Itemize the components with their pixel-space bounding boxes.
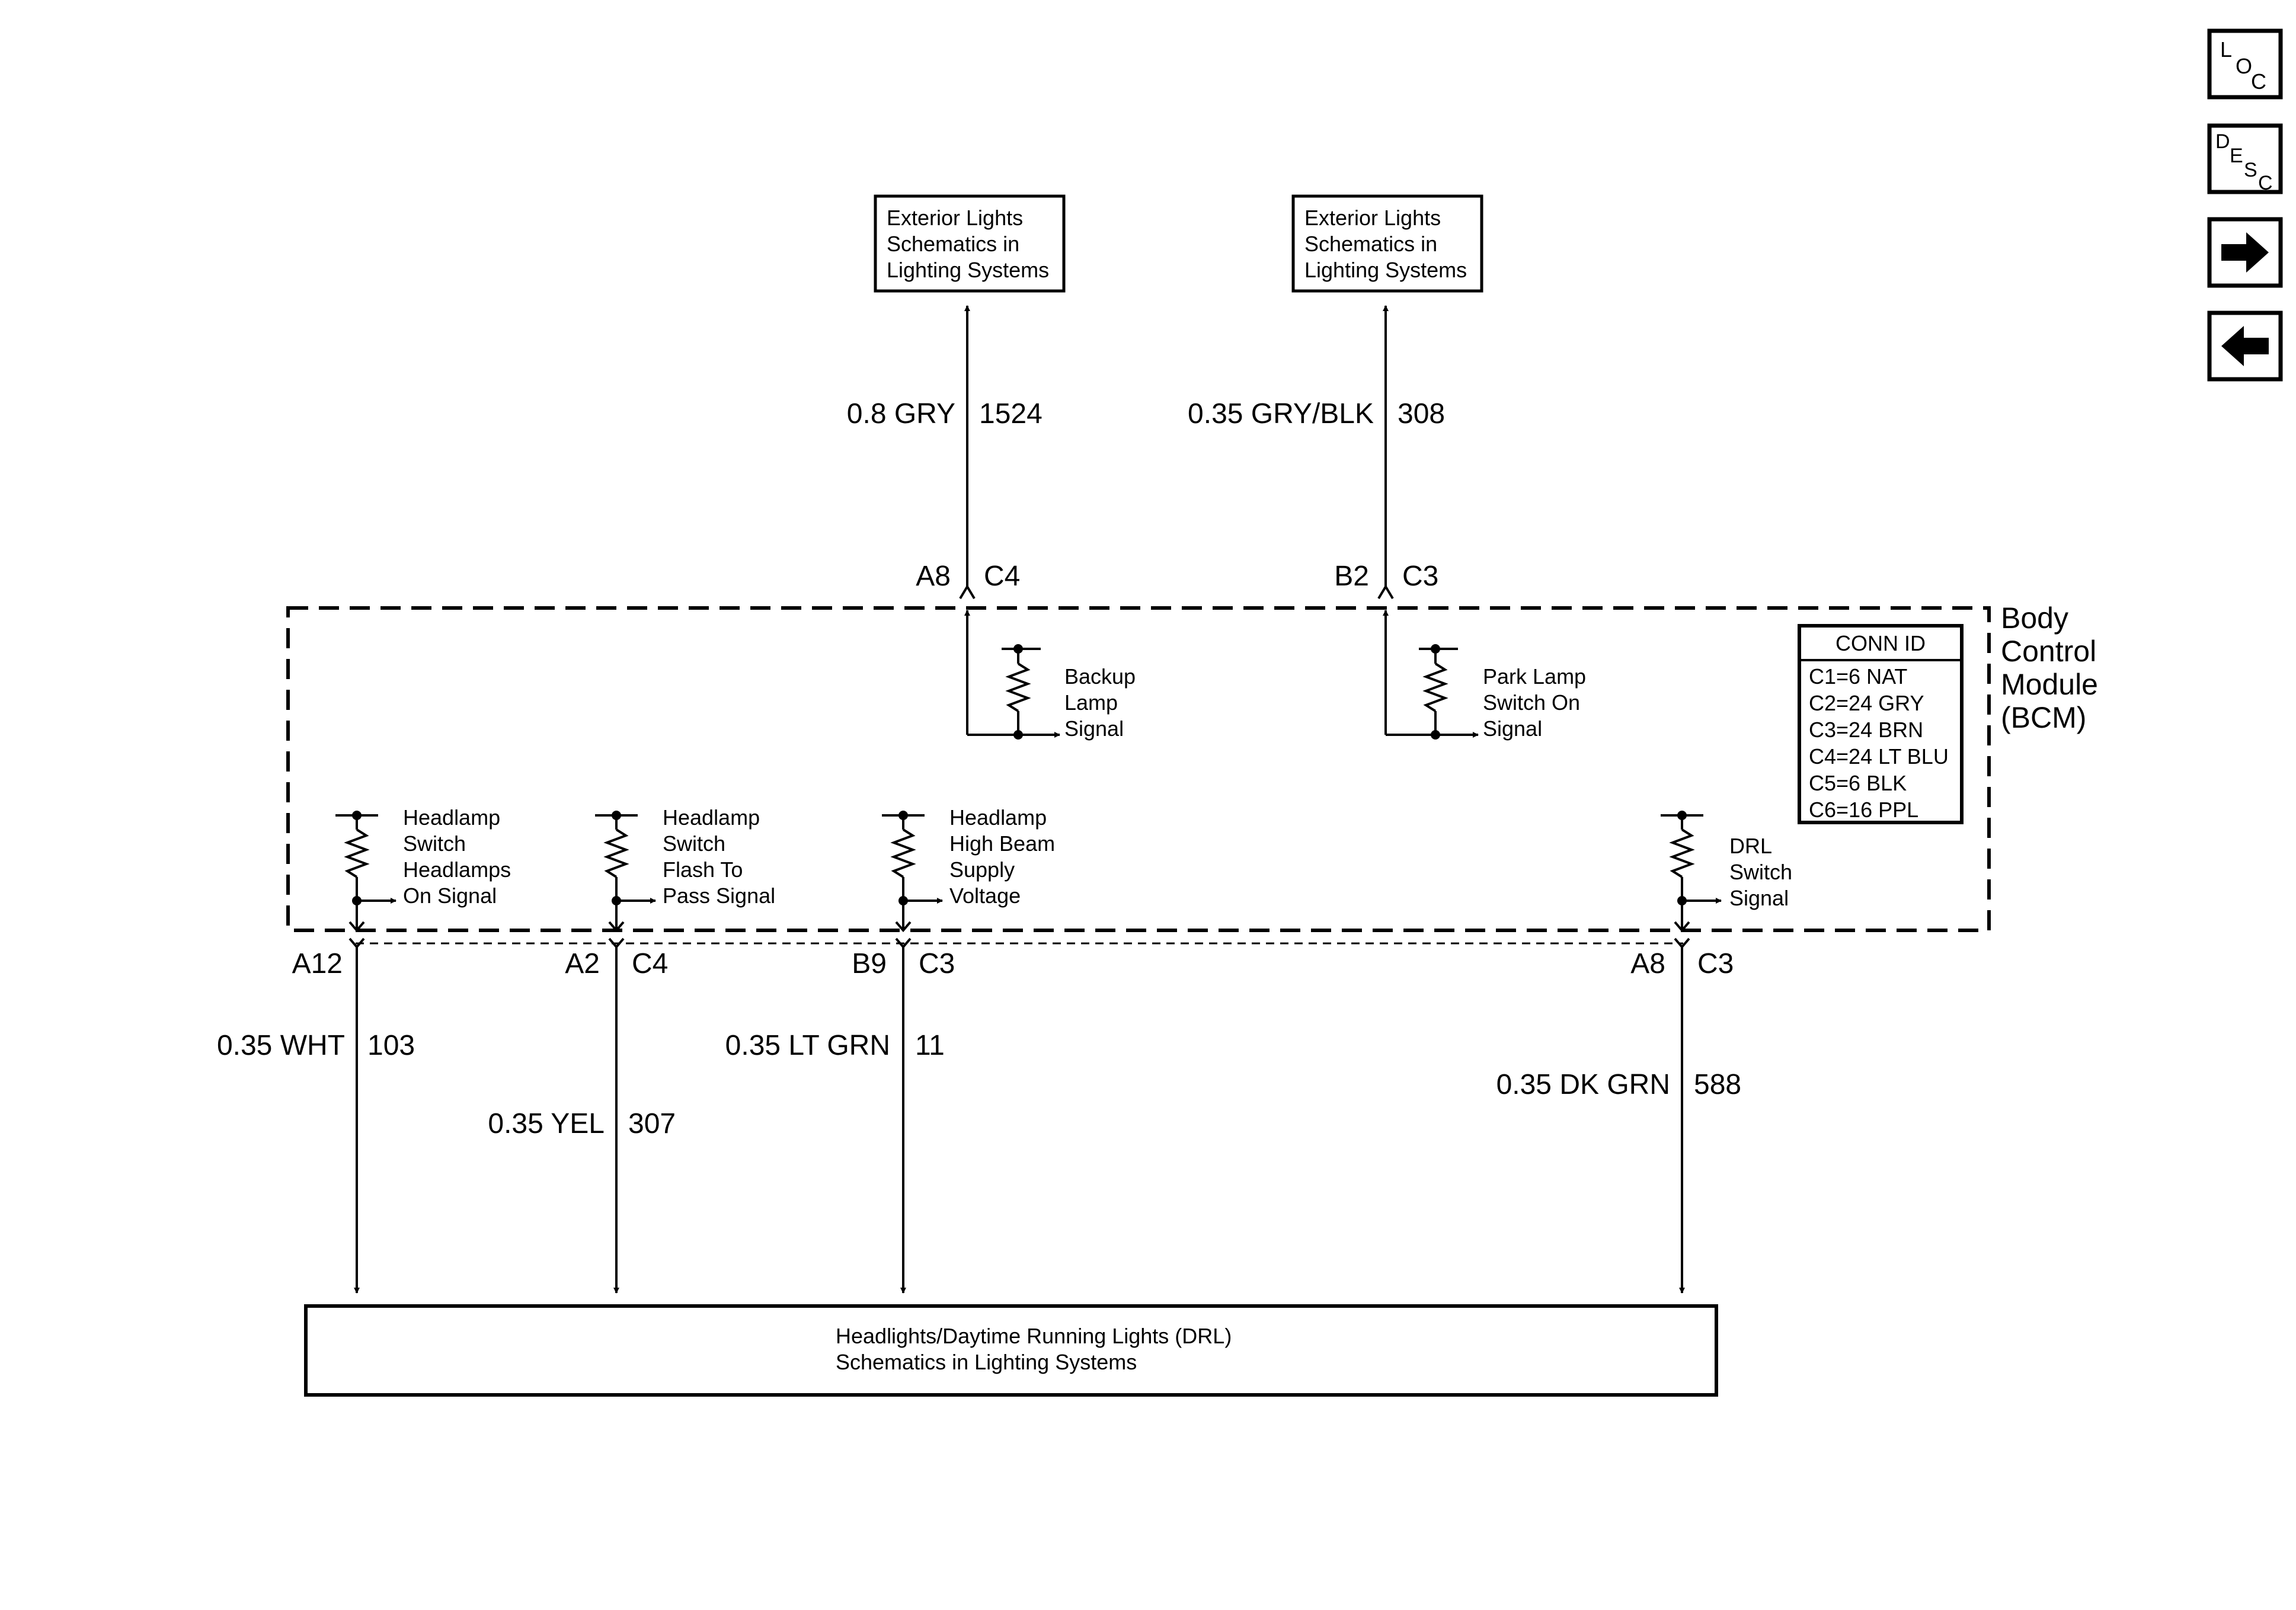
- signal-label-line2: Lamp: [1064, 690, 1118, 715]
- bcm-label-line4: (BCM): [2001, 701, 2086, 734]
- backup-signal-circuit: [964, 610, 1060, 738]
- wire-588: [1674, 937, 1690, 1294]
- conn-id-row: C5=6 BLK: [1809, 771, 1907, 795]
- desc-letter-c: C: [2258, 172, 2273, 194]
- desc-letter-s: S: [2244, 159, 2257, 181]
- bcm-label: Body Control Module (BCM): [2001, 601, 2098, 734]
- signal-label-line2: Switch On: [1483, 690, 1580, 715]
- conn-id-row: C6=16 PPL: [1809, 798, 1918, 822]
- signal-label-line4: Voltage: [949, 884, 1021, 908]
- loc-button[interactable]: L O C: [2207, 28, 2283, 100]
- wire-gauge-color: 0.35 DK GRN: [1496, 1069, 1670, 1100]
- conn-id-title: CONN ID: [1835, 631, 1926, 655]
- bottom-box-line2: Schematics in Lighting Systems: [836, 1350, 1137, 1374]
- wire-circuit-number: 308: [1398, 398, 1445, 430]
- top-box-line2: Schematics in: [887, 232, 1019, 256]
- park-signal-circuit: [1383, 610, 1479, 738]
- wire-308: [1377, 305, 1394, 600]
- signal-label-line3: Supply: [949, 857, 1015, 882]
- arrow-left-icon: [2221, 326, 2269, 366]
- wire-circuit-number: 588: [1694, 1069, 1741, 1100]
- top-box-line1: Exterior Lights: [887, 206, 1023, 230]
- signal-label-line1: Backup: [1064, 664, 1136, 689]
- bcm-label-line3: Module: [2001, 668, 2098, 701]
- conn-id-row: C2=24 GRY: [1809, 691, 1924, 715]
- wire-307: [608, 937, 625, 1294]
- desc-button[interactable]: D E S C: [2207, 123, 2283, 194]
- wire-11: [895, 937, 912, 1294]
- signal-label-line3: Signal: [1729, 886, 1789, 910]
- loc-letter-c: C: [2251, 69, 2266, 94]
- wire-circuit-number: 1524: [979, 398, 1043, 430]
- desc-letter-d: D: [2215, 130, 2230, 153]
- signal-label-line2: High Beam: [949, 831, 1055, 856]
- wire-gauge-color: 0.8 GRY: [847, 398, 955, 430]
- high-beam-supply-circuit: [882, 814, 943, 933]
- bottom-box-line1: Headlights/Daytime Running Lights (DRL): [836, 1324, 1232, 1348]
- signal-label-line4: On Signal: [403, 884, 497, 908]
- arrow-right-icon: [2221, 232, 2269, 273]
- conn-id-table: CONN ID C1=6 NAT C2=24 GRY C3=24 BRN C4=…: [1798, 624, 1964, 824]
- prev-button[interactable]: [2207, 311, 2283, 382]
- signal-label-line4: Pass Signal: [663, 884, 775, 908]
- signal-label-line1: Headlamp: [663, 805, 760, 830]
- top-box-line3: Lighting Systems: [1304, 258, 1467, 282]
- top-box-line3: Lighting Systems: [887, 258, 1049, 282]
- bcm-boundary: [286, 606, 1991, 932]
- wire-circuit-number: 11: [915, 1030, 945, 1061]
- signal-label-line1: Headlamp: [403, 805, 500, 830]
- bcm-label-line2: Control: [2001, 635, 2096, 668]
- pin-label: A12: [292, 948, 343, 980]
- pin-label: B2: [1334, 561, 1369, 592]
- connector-label: C4: [984, 561, 1020, 592]
- drl-switch-signal-circuit: [1661, 814, 1722, 933]
- connector-label: C3: [1697, 948, 1734, 980]
- pin-label: B9: [852, 948, 887, 980]
- flash-to-pass-signal-circuit: [595, 814, 656, 933]
- headlamps-on-signal-circuit: [335, 814, 396, 933]
- signal-label-line1: DRL: [1729, 834, 1772, 858]
- wire-gauge-color: 0.35 LT GRN: [725, 1030, 890, 1061]
- signal-label-line3: Signal: [1064, 716, 1124, 741]
- top-box-backup: Exterior Lights Schematics in Lighting S…: [874, 194, 1066, 293]
- signal-label-line3: Headlamps: [403, 857, 511, 882]
- bottom-box-headlights-drl: Headlights/Daytime Running Lights (DRL) …: [304, 1304, 1718, 1397]
- wire-gauge-color: 0.35 YEL: [488, 1108, 605, 1140]
- next-button[interactable]: [2207, 217, 2283, 288]
- signal-label-line1: Park Lamp: [1483, 664, 1586, 689]
- wire-circuit-number: 103: [367, 1030, 415, 1061]
- pin-label: A8: [1630, 948, 1665, 980]
- signal-label-line2: Switch: [403, 831, 466, 856]
- signal-label-line2: Switch: [663, 831, 725, 856]
- loc-letter-o: O: [2236, 54, 2252, 78]
- bcm-label-line1: Body: [2001, 601, 2068, 635]
- conn-id-row: C1=6 NAT: [1809, 664, 1907, 689]
- connector-label: C3: [919, 948, 955, 980]
- wire-circuit-number: 307: [628, 1108, 676, 1140]
- conn-id-row: C4=24 LT BLU: [1809, 744, 1949, 769]
- wire-103: [348, 937, 365, 1294]
- loc-letter-l: L: [2220, 37, 2232, 62]
- top-box-park: Exterior Lights Schematics in Lighting S…: [1291, 194, 1483, 293]
- top-box-line2: Schematics in: [1304, 232, 1437, 256]
- wire-gauge-color: 0.35 WHT: [217, 1030, 345, 1061]
- signal-label-line3: Signal: [1483, 716, 1542, 741]
- signal-label-line2: Switch: [1729, 860, 1792, 884]
- connector-label: C4: [632, 948, 668, 980]
- connector-label: C3: [1402, 561, 1438, 592]
- signal-label-line1: Headlamp: [949, 805, 1047, 830]
- desc-letter-e: E: [2230, 145, 2243, 167]
- wire-1524: [959, 305, 976, 600]
- conn-id-row: C3=24 BRN: [1809, 718, 1923, 742]
- top-box-line1: Exterior Lights: [1304, 206, 1441, 230]
- pin-label: A8: [916, 561, 951, 592]
- wire-gauge-color: 0.35 GRY/BLK: [1188, 398, 1374, 430]
- pin-label: A2: [565, 948, 600, 980]
- signal-label-line3: Flash To: [663, 857, 743, 882]
